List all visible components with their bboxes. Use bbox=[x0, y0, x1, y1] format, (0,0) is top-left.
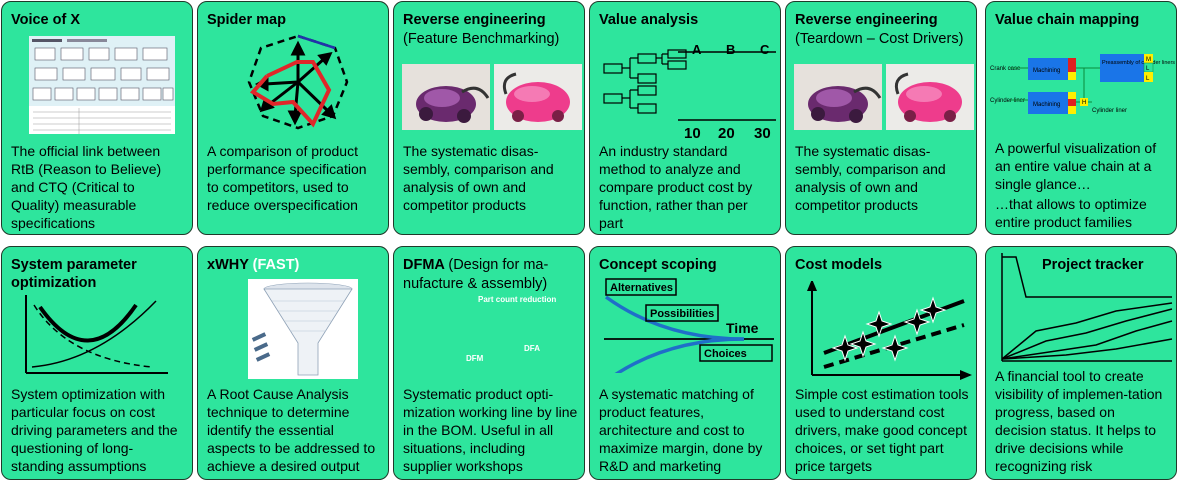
card-subtitle: (Teardown – Cost Drivers) bbox=[795, 31, 964, 47]
num-20: 20 bbox=[718, 125, 735, 140]
card-description: A powerful visualization of an entire va… bbox=[995, 140, 1157, 192]
card-reverse-engineering-features: Reverse engineering (Feature Benchmarkin… bbox=[393, 1, 585, 235]
card-reverse-engineering-teardown: Reverse engineering (Teardown – Cost Dri… bbox=[785, 1, 977, 235]
preassembly-box: Preassembly of cylinder liners bbox=[1102, 60, 1175, 66]
card-spider-map: Spider map A comparison of product perfo… bbox=[197, 1, 389, 235]
funnel-image bbox=[248, 279, 358, 379]
card-title: Spider map bbox=[207, 12, 286, 28]
box-l: L bbox=[1146, 66, 1150, 72]
card-description: Systematic product opti-mization working… bbox=[403, 386, 578, 474]
card-title: DFMA (Design for ma-nufacture & assembly… bbox=[403, 256, 578, 294]
card-concept-scoping: Concept scoping Alternatives Possibiliti… bbox=[589, 246, 781, 480]
possibilities-label: Possibilities bbox=[650, 308, 714, 320]
card-description: The official link between RtB (Reason to… bbox=[11, 143, 162, 231]
part-count-label: Part count reduction bbox=[478, 295, 556, 304]
card-title: Concept scoping bbox=[599, 257, 717, 273]
col-b: B bbox=[726, 42, 735, 57]
title-dfma: DFMA bbox=[403, 257, 445, 273]
card-description: The systematic disas-sembly, comparison … bbox=[403, 143, 554, 213]
value-chain-diagram: Crank case Cylinder liner Machining Mach… bbox=[990, 54, 1175, 114]
card-title: xWHY (FAST) bbox=[207, 256, 299, 274]
label-cylinder-liner: Cylinder liner bbox=[990, 98, 1025, 104]
cost-model-scatter bbox=[807, 281, 972, 380]
card-xwhy-fast: xWHY (FAST) A Root Cause Analysis techni… bbox=[197, 246, 389, 480]
card-title: Cost models bbox=[795, 257, 883, 273]
num-10: 10 bbox=[684, 125, 701, 140]
card-title: Project tracker bbox=[1042, 257, 1144, 273]
card-description-2: …that allows to optimize entire product … bbox=[995, 196, 1147, 230]
card-title: Value analysis bbox=[599, 12, 699, 28]
title-fast: (FAST) bbox=[252, 257, 300, 273]
card-value-analysis: Value analysis A B C 10 20 30 An industr… bbox=[589, 1, 781, 235]
title-rest: (Design for ma-nufacture & assembly) bbox=[403, 257, 549, 292]
card-description: Simple cost estimation tools used to und… bbox=[795, 386, 969, 474]
card-title: Reverse engineering bbox=[795, 12, 938, 28]
card-title: Voice of X bbox=[11, 12, 81, 28]
card-project-tracker: Project tracker A financial tool to crea… bbox=[985, 246, 1177, 480]
card-title: Reverse engineering bbox=[403, 12, 546, 28]
card-title: Value chain mapping bbox=[995, 12, 1140, 28]
spider-map-chart bbox=[247, 34, 349, 130]
card-voice-of-x: Voice of X The official link between RtB… bbox=[1, 1, 193, 235]
card-description: System optimization with particular focu… bbox=[11, 386, 178, 474]
card-description: The systematic disas-sembly, comparison … bbox=[795, 143, 946, 213]
concept-scoping-diagram: Alternatives Possibilities Time Choices bbox=[604, 278, 774, 373]
choices-label: Choices bbox=[704, 348, 747, 360]
voice-of-x-document-image bbox=[29, 36, 175, 134]
card-subtitle: (Feature Benchmarking) bbox=[403, 31, 560, 47]
label-crank-case: Crank case bbox=[990, 66, 1021, 72]
optimization-curve-chart bbox=[25, 295, 168, 374]
time-label: Time bbox=[726, 320, 759, 336]
card-description: A comparison of product performance spec… bbox=[207, 143, 367, 213]
dfm-label: DFM bbox=[466, 354, 484, 363]
card-dfma: DFMA (Design for ma-nufacture & assembly… bbox=[393, 246, 585, 480]
label-cylinder-liner-2: Cylinder liner bbox=[1092, 108, 1127, 114]
card-value-chain-mapping: Value chain mapping Crank case Cylinder … bbox=[985, 1, 1177, 235]
card-title: System parameter optimization bbox=[11, 257, 137, 291]
machining-2: Machining bbox=[1033, 102, 1060, 108]
box-l2: L bbox=[1146, 76, 1150, 82]
value-analysis-tree: A B C 10 20 30 bbox=[603, 42, 776, 140]
dfa-label: DFA bbox=[524, 344, 540, 353]
card-description: An industry standard method to analyze a… bbox=[599, 143, 753, 231]
card-description: A financial tool to create visibility of… bbox=[995, 368, 1163, 474]
dfma-diagram: Part count reduction DFM DFA bbox=[466, 295, 556, 363]
project-tracker-chart bbox=[1001, 253, 1173, 362]
card-cost-models: Cost models Simple cost estimation tools… bbox=[785, 246, 977, 480]
col-a: A bbox=[692, 42, 702, 57]
box-m: M bbox=[1146, 57, 1151, 63]
machining-1: Machining bbox=[1033, 68, 1060, 74]
card-system-parameter-optimization: System parameter optimization System opt… bbox=[1, 246, 193, 480]
card-description: A systematic matching of product feature… bbox=[599, 386, 763, 474]
vacuum-cleaner-photos bbox=[402, 64, 582, 130]
num-30: 30 bbox=[754, 125, 771, 140]
vacuum-cleaner-photos bbox=[794, 64, 974, 130]
col-c: C bbox=[760, 42, 770, 57]
alternatives-label: Alternatives bbox=[610, 282, 673, 294]
title-xwhy: xWHY bbox=[207, 257, 249, 273]
box-h: H bbox=[1082, 100, 1086, 106]
card-description: A Root Cause Analysis technique to deter… bbox=[207, 386, 376, 474]
